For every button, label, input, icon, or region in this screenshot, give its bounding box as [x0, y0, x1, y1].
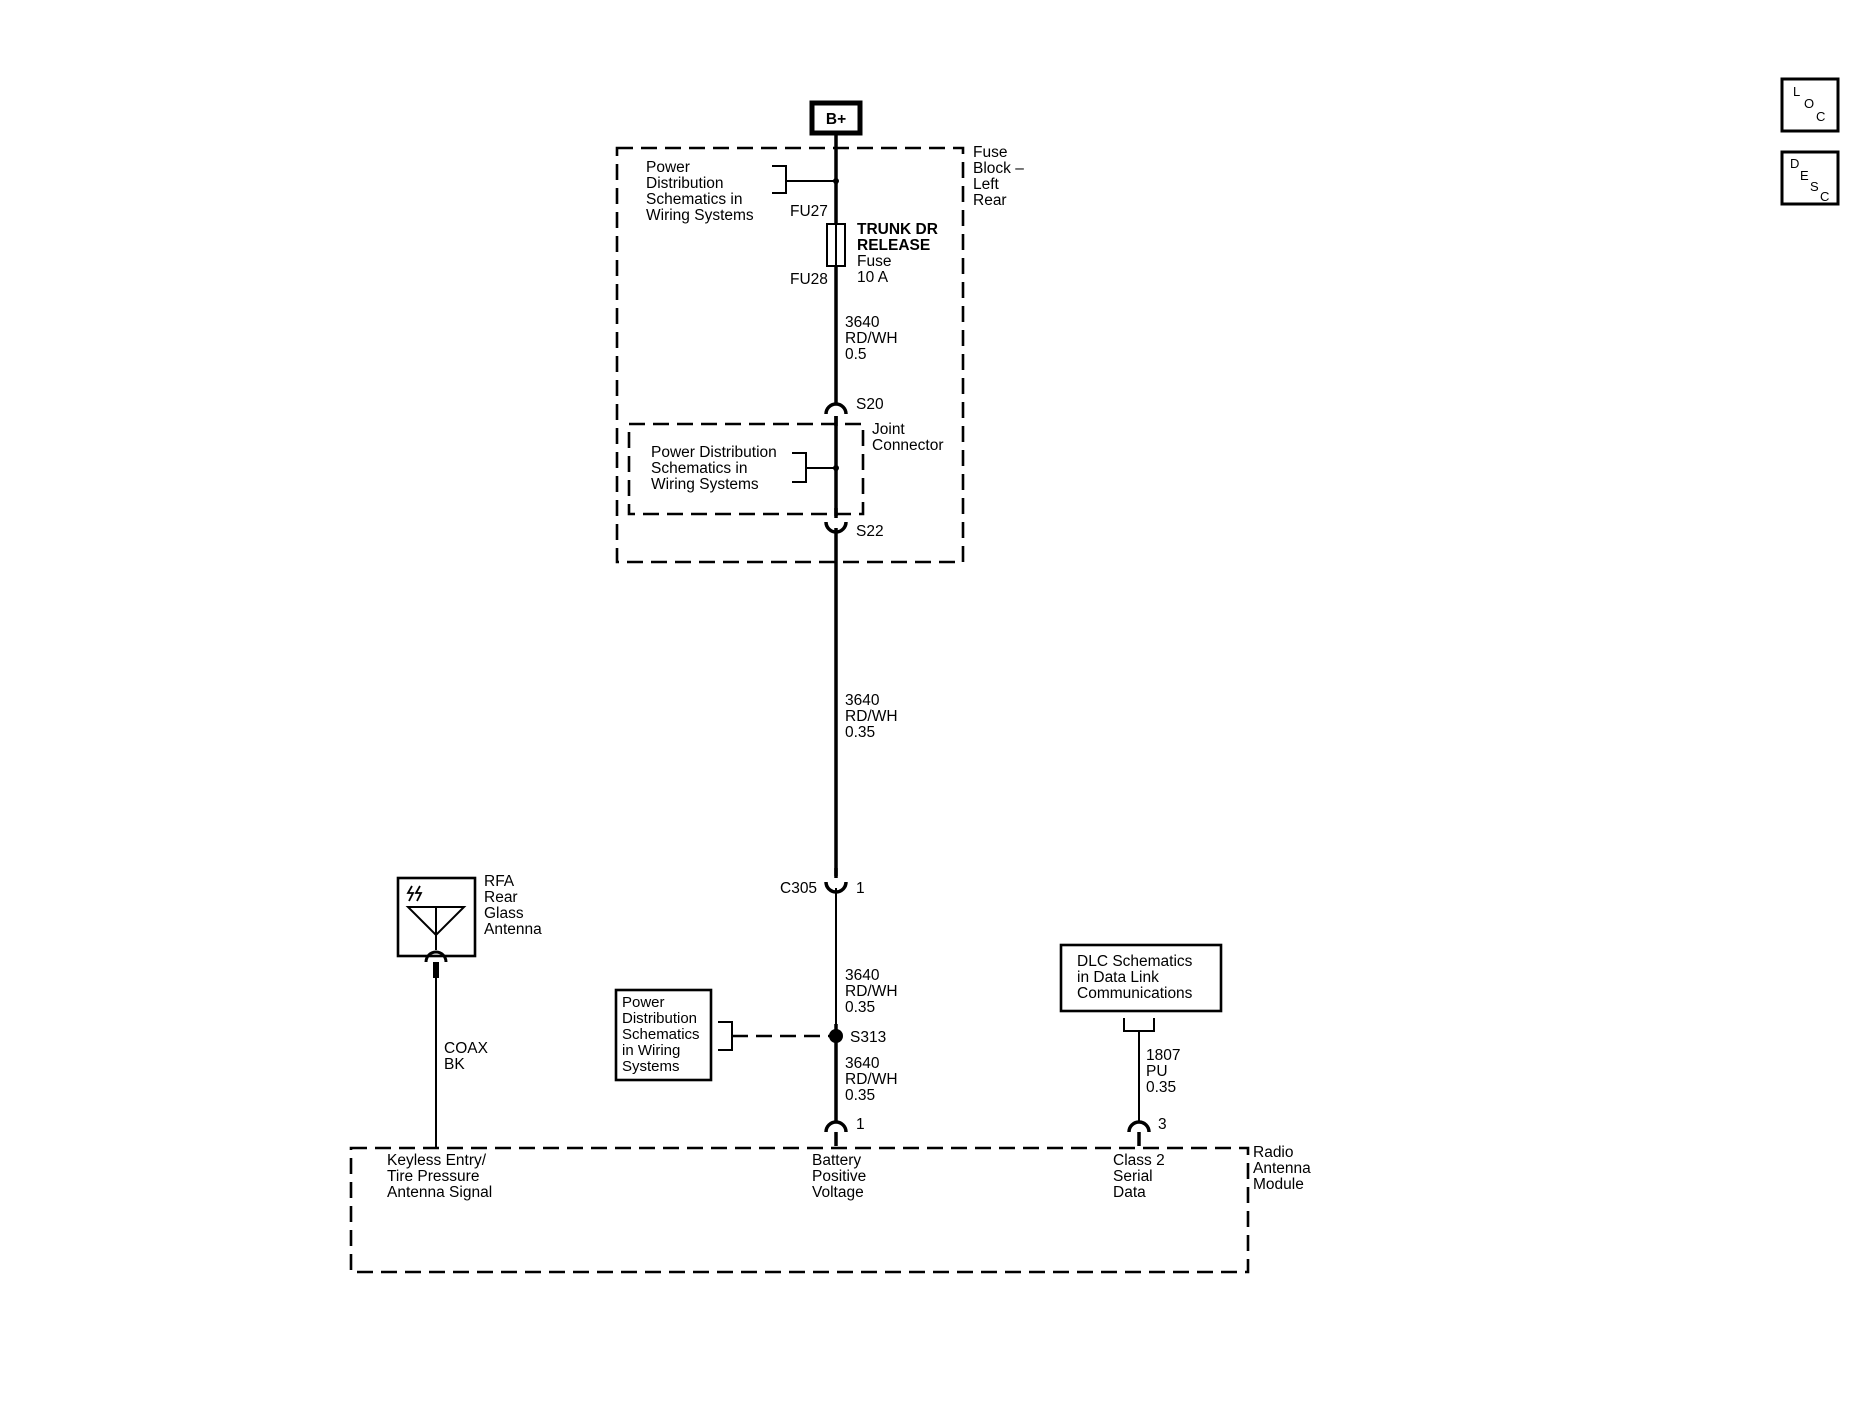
- s313-label: S313: [850, 1029, 886, 1046]
- dlc-bracket: [1123, 1018, 1155, 1032]
- fuse-out-label: FU28: [790, 271, 828, 288]
- joint-power-bracket: [792, 452, 807, 483]
- s313-power-ref-box: [614, 988, 713, 1082]
- wire-3640-0p5-label: 3640 RD/WH 0.5: [845, 314, 902, 363]
- battery-pin-connector-symbol: [824, 1120, 848, 1133]
- loc-button[interactable]: L O C: [1780, 77, 1840, 133]
- c305-pin-label: 1: [856, 880, 865, 897]
- dlc-ref-label: DLC Schematics in Data Link Communicatio…: [1077, 953, 1197, 1002]
- antenna-label: RFA Rear Glass Antenna: [484, 873, 542, 938]
- wire-3640-0p35-label-c: 3640 RD/WH 0.35: [845, 1055, 902, 1104]
- battery-pin-label: 1: [856, 1116, 865, 1133]
- desc-button[interactable]: D E S C: [1780, 150, 1840, 206]
- class2-pin-connector-symbol: [1127, 1120, 1151, 1133]
- wire-3640-0p35-label-b: 3640 RD/WH 0.35: [845, 967, 902, 1016]
- s313-power-bracket: [718, 1021, 733, 1051]
- coax-label: COAX BK: [444, 1040, 492, 1073]
- keyless-entry-label: Keyless Entry/ Tire Pressure Antenna Sig…: [387, 1152, 492, 1201]
- fuse-block-power-dot: [833, 178, 839, 184]
- bplus-label: B+: [826, 111, 846, 128]
- bplus-terminal: B+: [809, 100, 863, 136]
- s20-connector-symbol: [824, 402, 848, 415]
- joint-connector-outline: [627, 422, 865, 516]
- battery-positive-label: Battery Positive Voltage: [812, 1152, 871, 1201]
- fuse-name: TRUNK DR RELEASE: [857, 221, 942, 254]
- loc-letter-o: O: [1804, 96, 1814, 111]
- wire-1807-label: 1807 PU 0.35: [1146, 1047, 1185, 1096]
- s20-label: S20: [856, 396, 884, 413]
- fuse-rating: Fuse 10 A: [857, 253, 896, 286]
- dlc-ref-box: [1059, 943, 1223, 1013]
- loc-letter-l: L: [1793, 84, 1800, 99]
- desc-letter-e: E: [1800, 168, 1809, 183]
- desc-letter-c: C: [1820, 189, 1829, 204]
- s22-connector-symbol: [824, 521, 848, 534]
- s313-splice-dot: [829, 1029, 843, 1043]
- joint-connector-label: Joint Connector: [872, 421, 944, 454]
- wire-3640-0p35-label-a: 3640 RD/WH 0.35: [845, 692, 902, 741]
- s22-label: S22: [856, 523, 884, 540]
- c305-connector-symbol: [824, 881, 848, 894]
- desc-letter-s: S: [1810, 179, 1819, 194]
- rf-signal-icon: [406, 885, 423, 902]
- joint-power-dot: [833, 465, 839, 471]
- loc-letter-c: C: [1816, 109, 1825, 124]
- antenna-symbol: [396, 876, 477, 978]
- desc-letter-d: D: [1790, 156, 1799, 171]
- fuse-block-label: Fuse Block – Left Rear: [973, 144, 1028, 209]
- fuse-block-power-ref: Power Distribution Schematics in Wiring …: [646, 159, 754, 224]
- class2-serial-label: Class 2 Serial Data: [1113, 1152, 1169, 1201]
- radio-antenna-module-label: Radio Antenna Module: [1253, 1144, 1315, 1193]
- s313-power-ref: Power Distribution Schematics in Wiring …: [622, 994, 704, 1075]
- fuse-block-power-bracket: [772, 165, 787, 194]
- fuse-in-label: FU27: [790, 203, 828, 220]
- joint-power-ref: Power Distribution Schematics in Wiring …: [651, 444, 781, 493]
- radio-antenna-module-outline: [349, 1146, 1250, 1274]
- class2-pin-label: 3: [1158, 1116, 1167, 1133]
- c305-label: C305: [780, 880, 817, 897]
- fuse-block-outline: [615, 146, 965, 564]
